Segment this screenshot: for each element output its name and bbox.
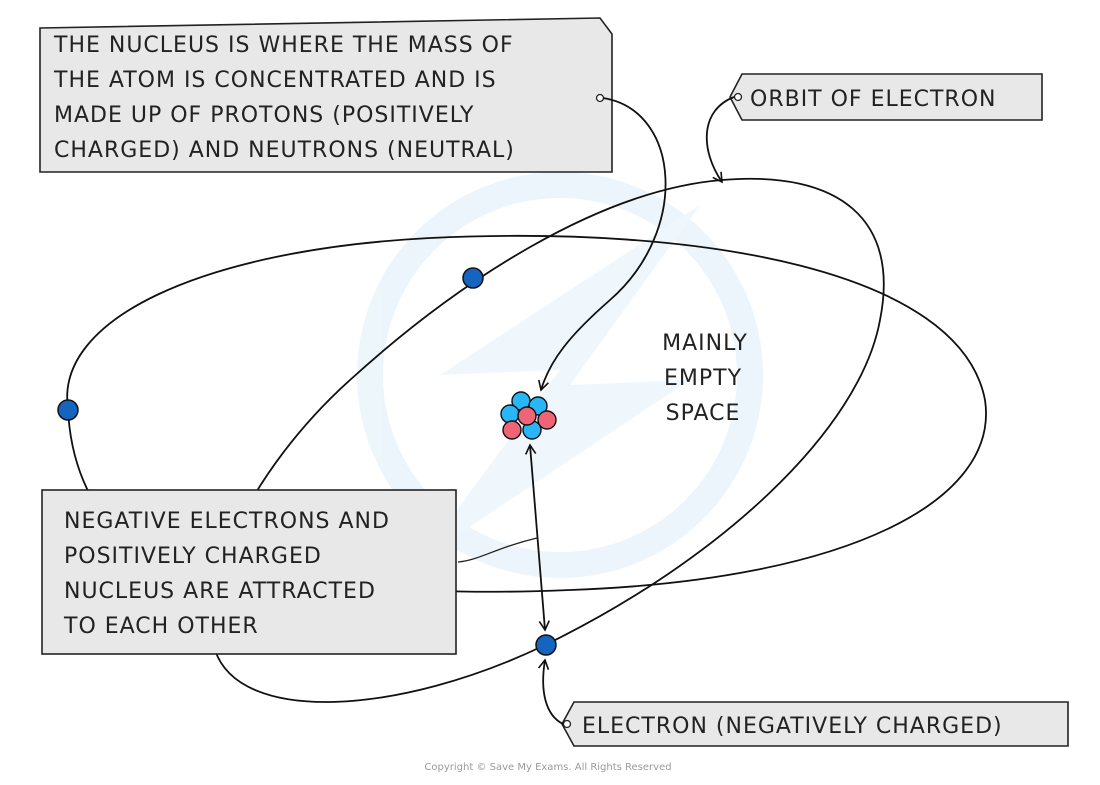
attraction-label-line: NEGATIVE ELECTRONS AND bbox=[64, 509, 390, 534]
attraction-arrow bbox=[525, 443, 550, 632]
attraction-label-line: TO EACH OTHER bbox=[63, 614, 259, 639]
nucleus-label: THE NUCLEUS IS WHERE THE MASS OF THE ATO… bbox=[39, 17, 613, 173]
proton bbox=[502, 420, 522, 440]
electron-dot bbox=[462, 267, 484, 289]
label-text: EMPTY bbox=[664, 366, 742, 391]
nucleus-label-line: CHARGED) AND NEUTRONS (NEUTRAL) bbox=[54, 138, 515, 163]
nucleus-label-line: THE NUCLEUS IS WHERE THE MASS OF bbox=[53, 33, 514, 58]
copyright-text: Copyright © Save My Exams. All Rights Re… bbox=[424, 762, 671, 773]
electron-label: ELECTRON (NEGATIVELY CHARGED) bbox=[561, 701, 1069, 747]
attraction-leader-line bbox=[457, 537, 538, 563]
orbit-label-text: ORBIT OF ELECTRON bbox=[750, 87, 997, 112]
neutron bbox=[500, 404, 520, 424]
electron-label-text: ELECTRON (NEGATIVELY CHARGED) bbox=[582, 714, 1003, 739]
nucleus bbox=[500, 391, 557, 440]
watermark-logo bbox=[357, 172, 763, 578]
electron-dot bbox=[57, 399, 79, 421]
nucleus-label-line: MADE UP OF PROTONS (POSITIVELY bbox=[54, 103, 475, 128]
nucleus-pointer-arrow bbox=[538, 97, 667, 392]
label-text: MAINLY bbox=[662, 331, 748, 356]
label-text: SPACE bbox=[666, 401, 741, 426]
electron-pointer-arrow bbox=[537, 658, 564, 725]
proton bbox=[517, 406, 537, 426]
empty-space-label: MAINLY EMPTY SPACE bbox=[662, 331, 748, 426]
attraction-label-line: POSITIVELY CHARGED bbox=[64, 544, 322, 569]
proton bbox=[537, 410, 557, 430]
electron-dot bbox=[535, 634, 557, 656]
electrons bbox=[57, 267, 557, 656]
nucleus-label-line: THE ATOM IS CONCENTRATED AND IS bbox=[53, 68, 497, 93]
orbit-pointer-arrow bbox=[705, 96, 735, 184]
attraction-label-line: NUCLEUS ARE ATTRACTED bbox=[64, 579, 376, 604]
attraction-label: NEGATIVE ELECTRONS AND POSITIVELY CHARGE… bbox=[41, 489, 457, 655]
orbit-tilted bbox=[210, 177, 885, 703]
orbit-label: ORBIT OF ELECTRON bbox=[729, 73, 1043, 121]
